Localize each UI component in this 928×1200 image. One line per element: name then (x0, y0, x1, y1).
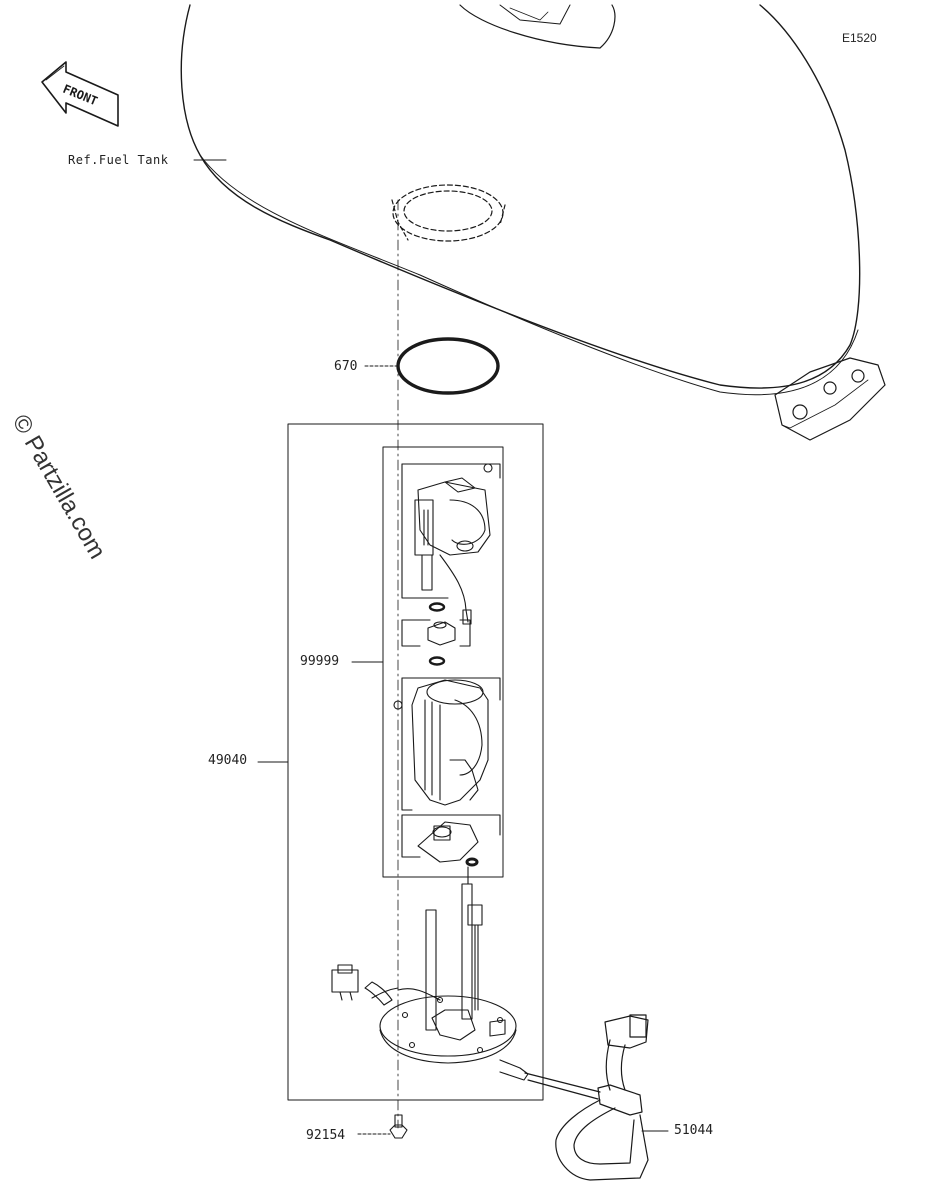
pump-body (393, 677, 501, 811)
o-ring-lower (428, 656, 446, 666)
part-label-51044[interactable]: 51044 (674, 1123, 714, 1138)
check-valve (401, 619, 471, 647)
front-arrow-icon: FRONT (41, 61, 119, 127)
hose-51044 (524, 1014, 669, 1181)
part-label-92154[interactable]: 92154 (306, 1128, 346, 1143)
part-label-670[interactable]: 670 (334, 359, 358, 374)
part-label-49040[interactable]: 49040 (208, 753, 248, 768)
filter-unit (401, 463, 501, 625)
pump-cap (401, 814, 501, 863)
diagram-code: E1520 (842, 31, 877, 45)
o-ring-small (465, 857, 479, 867)
bracket-49040 (257, 423, 544, 1101)
o-ring-upper (428, 602, 446, 612)
part-label-99999[interactable]: 99999 (300, 654, 340, 669)
fuel-tank-outline (180, 4, 886, 441)
bolt-92154 (357, 1114, 408, 1139)
ref-fuel-tank-label: Ref.Fuel Tank (68, 153, 169, 167)
gasket-670 (364, 337, 500, 395)
pump-base (331, 866, 529, 1081)
bracket-99999 (351, 446, 504, 878)
